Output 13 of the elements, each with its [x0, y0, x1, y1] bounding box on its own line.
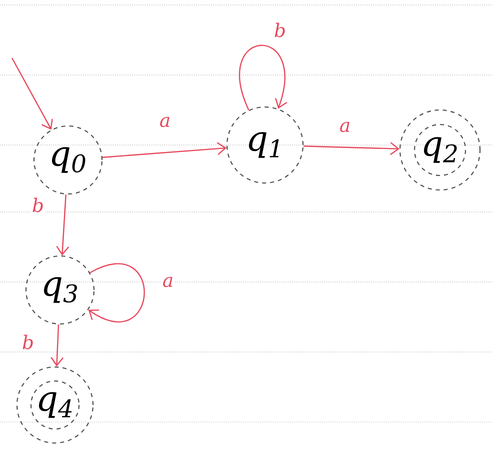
arrow — [304, 142, 400, 156]
self-loop-arrow — [88, 263, 145, 322]
arrow — [50, 324, 64, 366]
edge-label: b — [20, 333, 36, 351]
arrow — [102, 142, 227, 158]
edge-label: b — [272, 21, 288, 39]
edge-label: a — [338, 120, 352, 134]
edge-label: a — [161, 276, 175, 288]
self-loop-arrow — [238, 44, 288, 110]
edge-label: b — [30, 196, 46, 214]
arrow — [56, 194, 70, 256]
edge-label: a — [158, 116, 172, 128]
start-arrow — [11, 58, 53, 130]
